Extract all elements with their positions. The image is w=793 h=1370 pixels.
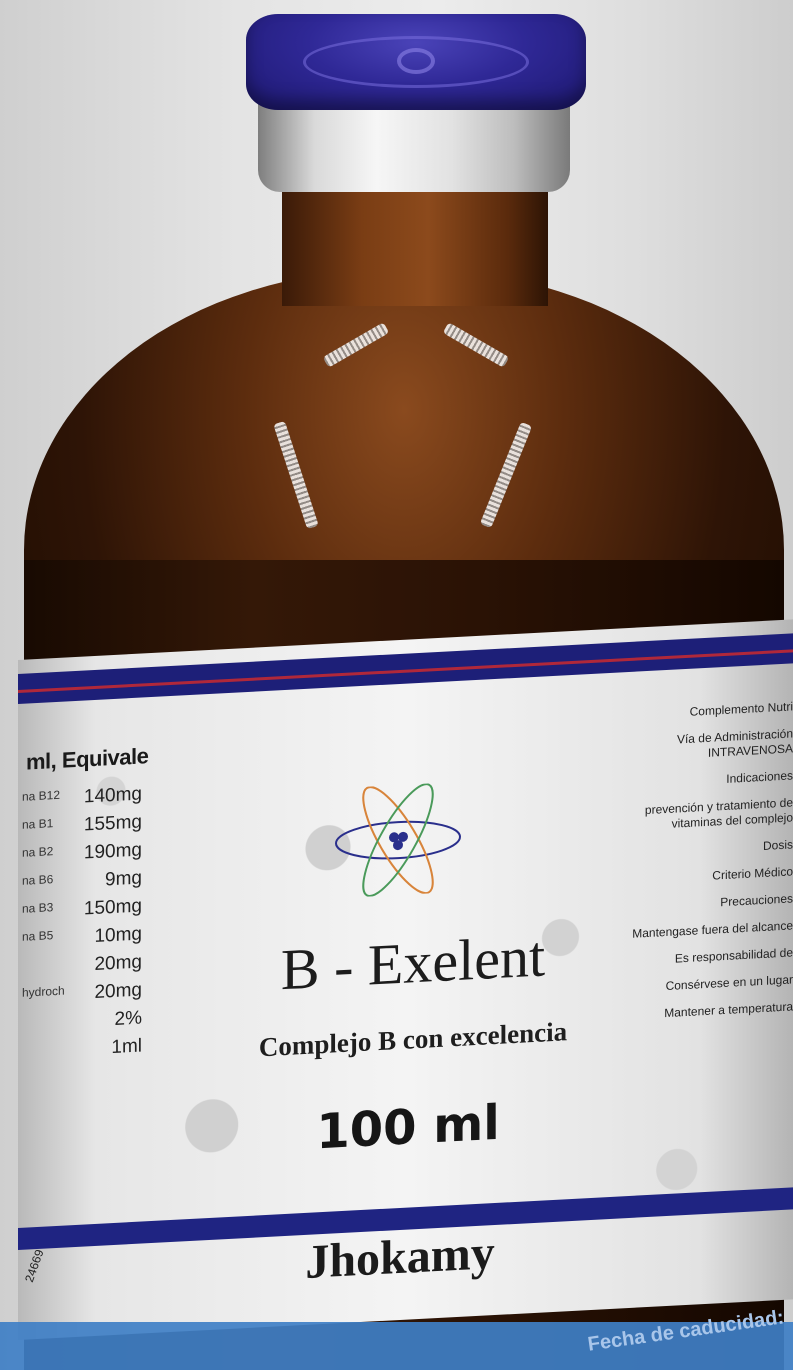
product-label: ml, Equivale na B12 140mg na B1 155mg na B2 1… bbox=[18, 619, 793, 1340]
label-info-line: Mantengase fuera del alcance bbox=[632, 918, 793, 941]
equivalence-heading: ml, Equivale bbox=[26, 743, 149, 775]
label-info-line: prevención y tratamiento de vitaminas de… bbox=[644, 795, 793, 831]
label-info-line: Consérvese en un lugar bbox=[665, 972, 793, 994]
bottom-overlay-bar bbox=[0, 1322, 793, 1370]
label-info-line: Precauciones bbox=[720, 891, 793, 910]
ingredient-row: 1ml bbox=[22, 1036, 142, 1070]
cap-emboss-ring bbox=[303, 36, 529, 88]
ingredient-amount: 2% bbox=[114, 1007, 142, 1030]
ingredient-amount: 150mg bbox=[83, 895, 142, 920]
ingredient-name: na B5 bbox=[22, 928, 54, 944]
ingredient-name: na B12 bbox=[22, 787, 61, 804]
ingredient-name: na B2 bbox=[22, 844, 54, 860]
label-info-line: Vía de Administración INTRAVENOSA bbox=[676, 726, 793, 760]
ingredient-name: na B6 bbox=[22, 872, 54, 888]
vial-neck bbox=[282, 186, 548, 306]
ingredient-name bbox=[22, 1040, 64, 1070]
ingredient-amount: 20mg bbox=[94, 979, 142, 1003]
ingredient-name: na B3 bbox=[22, 900, 54, 916]
label-info-line: Complemento Nutri bbox=[689, 699, 793, 719]
ingredient-amount: 190mg bbox=[83, 839, 142, 864]
product-subtitle: Complejo B con excelencia bbox=[258, 1016, 568, 1063]
ingredient-amount: 140mg bbox=[83, 783, 142, 808]
ingredient-amount: 1ml bbox=[111, 1035, 142, 1059]
ingredient-amount: 10mg bbox=[94, 923, 142, 947]
lot-number: 24669 bbox=[22, 1247, 47, 1284]
ingredient-amount: 20mg bbox=[94, 951, 142, 975]
ingredient-name bbox=[22, 956, 64, 986]
label-info-line: Criterio Médico bbox=[712, 864, 793, 883]
ingredient-amount: 9mg bbox=[105, 867, 142, 891]
ingredient-amount: 155mg bbox=[83, 811, 142, 836]
label-info-line: Es responsabilidad de bbox=[674, 945, 793, 966]
ingredient-name bbox=[22, 1012, 64, 1042]
product-name: B - Exelent bbox=[280, 923, 546, 1003]
label-info-line: Indicaciones bbox=[726, 768, 793, 786]
label-info-line: Dosis bbox=[762, 837, 793, 853]
ingredient-name: na B1 bbox=[22, 816, 54, 832]
ingredient-list: na B12 140mg na B1 155mg na B2 190mg na B6 9mg n… bbox=[22, 784, 142, 1070]
label-info-line: Mantener a temperatura bbox=[664, 999, 793, 1021]
ingredient-name: hydrochloride bbox=[22, 983, 64, 1000]
vial-cap bbox=[246, 14, 586, 110]
aluminum-crimp bbox=[258, 98, 570, 192]
product-volume: 100 ml bbox=[316, 1094, 500, 1161]
cap-emboss-center bbox=[397, 48, 435, 74]
atom-logo-icon bbox=[335, 783, 461, 898]
